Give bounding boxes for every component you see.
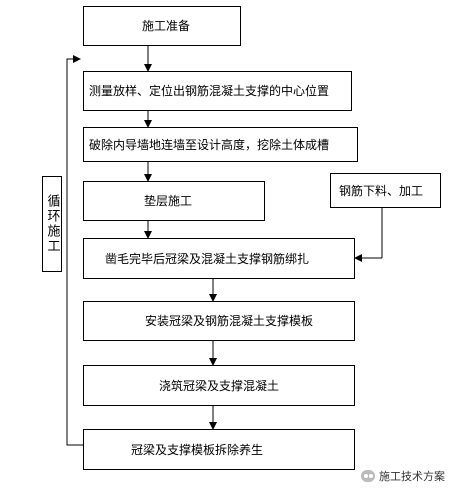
step-cushion-layer: 垫层施工 <box>83 181 265 221</box>
watermark-text: 施工技术方案 <box>379 470 445 483</box>
step-label: 施工准备 <box>142 19 191 33</box>
step-remove-formwork: 冠梁及支撑模板拆除养生 <box>83 429 355 470</box>
step-label: 冠梁及支撑模板拆除养生 <box>131 442 264 457</box>
step-label: 垫层施工 <box>144 194 193 208</box>
loop-line <box>66 55 83 446</box>
step-label: 安装冠梁及钢筋混凝土支撑模板 <box>145 314 314 328</box>
step-label: 凿毛完毕后冠梁及混凝土支撑钢筋绑扎 <box>105 251 310 266</box>
loop-label-text: 循环施工 <box>44 194 60 254</box>
step-construction-prep: 施工准备 <box>83 6 241 46</box>
step-rebar-tying: 凿毛完毕后冠梁及混凝土支撑钢筋绑扎 <box>83 238 355 279</box>
step-break-guide-wall: 破除内导墙地连墙至设计高度，挖除土体成槽 <box>83 127 358 162</box>
step-label: 浇筑冠梁及支撑混凝土 <box>159 378 280 393</box>
step-label: 测量放样、定位出钢筋混凝土支撑的中心位置 <box>89 84 330 98</box>
step-label: 破除内导墙地连墙至设计高度，挖除土体成槽 <box>89 137 330 152</box>
wechat-icon <box>361 470 375 482</box>
step-install-formwork: 安装冠梁及钢筋混凝土支撑模板 <box>83 301 355 341</box>
watermark: 施工技术方案 <box>361 468 445 484</box>
loop-construction-label: 循环施工 <box>42 176 62 272</box>
side-input-label: 钢筋下料、加工 <box>339 183 424 198</box>
side-input-rebar-processing: 钢筋下料、加工 <box>330 173 441 208</box>
step-pour-concrete: 浇筑冠梁及支撑混凝土 <box>83 365 355 406</box>
step-survey-positioning: 测量放样、定位出钢筋混凝土支撑的中心位置 <box>83 71 352 111</box>
